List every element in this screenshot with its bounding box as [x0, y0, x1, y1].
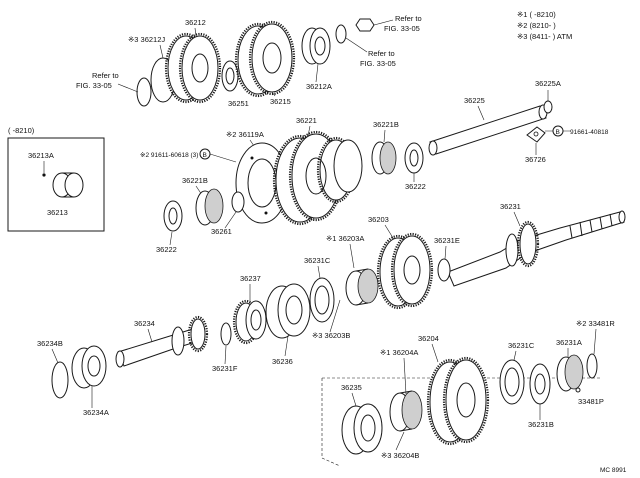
- sync-ring-36231C-a: [309, 277, 335, 323]
- marker-b-left: B: [203, 152, 207, 159]
- snap-ring-36234B: [51, 361, 69, 399]
- label-36213A: 36213A: [28, 151, 54, 160]
- label-36204A: ※1 36204A: [380, 348, 418, 357]
- sync-ring-36231C-b: [499, 359, 525, 405]
- top-gear-group: Refer to FIG. 33-05 36212 ※3 36212J 36: [76, 14, 422, 108]
- label-33481R: ※2 33481R: [576, 319, 615, 328]
- bottom-gear-group: 36204 ※1 36204A 36235 ※3 36204B 36231C 3…: [321, 319, 615, 467]
- legend-line-3: ※3 (8411- ) ATM: [517, 32, 572, 41]
- label-36212: 36212: [185, 18, 206, 27]
- label-36203A: ※1 36203A: [326, 234, 364, 243]
- washer: [335, 24, 347, 44]
- refer-text-b2: FIG. 33-05: [384, 24, 420, 33]
- bearing-36231B: [529, 363, 551, 405]
- spacer-36251: [221, 60, 239, 92]
- lock-nut: [355, 18, 375, 32]
- inset-frame: [7, 137, 105, 232]
- label-36237: 36237: [240, 274, 261, 283]
- spacer-36261: [231, 191, 245, 213]
- label-36204B: ※3 36204B: [381, 451, 419, 460]
- label-36231A: 36231A: [556, 338, 582, 347]
- label-36231E: 36231E: [434, 236, 460, 245]
- ring-33481R: [586, 353, 598, 379]
- label-36231: 36231: [500, 202, 521, 211]
- spacer-36222-a: [404, 142, 424, 174]
- label-36203: 36203: [368, 215, 389, 224]
- main-shaft-group: 36231 36231E: [434, 202, 626, 287]
- label-36234A: 36234A: [83, 408, 109, 417]
- ball-33481P: [575, 387, 581, 393]
- label-36215: 36215: [270, 97, 291, 106]
- label-36225: 36225: [464, 96, 485, 105]
- label-36234: 36234: [134, 319, 155, 328]
- label-36213: 36213: [47, 208, 68, 217]
- refer-text-a1: Refer to: [92, 71, 119, 80]
- snap-ring-36231E: [437, 258, 451, 282]
- refer-text-a2: FIG. 33-05: [76, 81, 112, 90]
- marker-b-right: B: [556, 129, 560, 136]
- refer-text-b1: Refer to: [395, 14, 422, 23]
- label-36261: 36261: [211, 227, 232, 236]
- inset-box: ( -8210) 36213A 36213: [7, 126, 105, 232]
- label-36251: 36251: [228, 99, 249, 108]
- label-36231C-a: 36231C: [304, 256, 331, 265]
- label-36225A: 36225A: [535, 79, 561, 88]
- label-36204: 36204: [418, 334, 439, 343]
- output-shaft-group: 36234 36234A 36234B: [37, 315, 209, 417]
- label-36231C-b: 36231C: [508, 341, 535, 350]
- label-36221B-b: 36221B: [182, 176, 208, 185]
- shaft-36225: [429, 105, 547, 155]
- label-36212A: 36212A: [306, 82, 332, 91]
- label-36231B: 36231B: [528, 420, 554, 429]
- refer-text-c1: Refer to: [368, 49, 395, 58]
- legend-line-1: ※1 ( -8210): [517, 10, 556, 19]
- snap-ring: [136, 77, 152, 107]
- legend: ※1 ( -8210) ※2 (8210- ) ※3 (8411- ) ATM: [517, 10, 572, 41]
- label-36235: 36235: [341, 383, 362, 392]
- inset-pin: [42, 173, 46, 177]
- counter-gear-group: 36221 ※2 36119A 36221B 36222 B ※2 91611-…: [140, 116, 426, 254]
- label-36726: 36726: [525, 155, 546, 164]
- shaft-36234: [117, 327, 203, 367]
- counter-shaft-group: 36225 36225A 36726 B 91661-40818: [428, 79, 609, 164]
- spacer-36222-b: [163, 200, 183, 232]
- snap-ring-36231F: [220, 322, 232, 346]
- label-36221: 36221: [296, 116, 317, 125]
- label-36222-b: 36222: [156, 245, 177, 254]
- label-36236: 36236: [272, 357, 293, 366]
- label-36234B: 36234B: [37, 339, 63, 348]
- middle-sync-group: 36203 ※1 36203A 36231C 36236 ※3 36203B 3…: [212, 215, 434, 373]
- label-36212J: ※3 36212J: [128, 35, 165, 44]
- legend-line-2: ※2 (8210- ): [517, 21, 556, 30]
- label-36203B: ※3 36203B: [312, 331, 350, 340]
- label-91661: 91661-40818: [570, 129, 609, 136]
- label-33481P: 33481P: [578, 397, 604, 406]
- oring-36225A: [543, 100, 553, 114]
- figure-code: MC 8991: [600, 467, 627, 474]
- label-91611: ※2 91611-60618 (3): [140, 152, 198, 159]
- label-36231F: 36231F: [212, 364, 238, 373]
- label-36119A: ※2 36119A: [226, 130, 264, 139]
- inset-header: ( -8210): [8, 126, 35, 135]
- label-36222-a: 36222: [405, 182, 426, 191]
- refer-text-c2: FIG. 33-05: [360, 59, 396, 68]
- label-36221B-a: 36221B: [373, 120, 399, 129]
